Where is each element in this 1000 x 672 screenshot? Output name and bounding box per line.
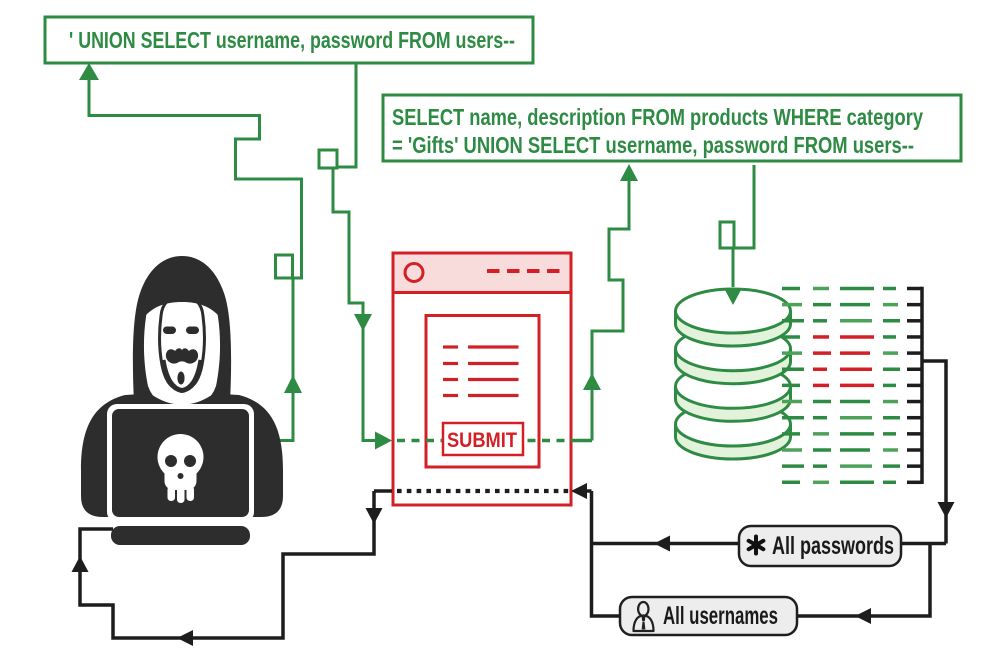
svg-text:SUBMIT: SUBMIT: [447, 429, 517, 452]
svg-text:SELECT name, description FROM: SELECT name, description FROM products W…: [392, 104, 923, 130]
svg-text:= 'Gifts' UNION SELECT usernam: = 'Gifts' UNION SELECT username, passwor…: [392, 132, 914, 158]
svg-text:All passwords: All passwords: [772, 532, 894, 560]
svg-text:All usernames: All usernames: [663, 602, 778, 630]
svg-text:' UNION SELECT username, passw: ' UNION SELECT username, password FROM u…: [69, 27, 515, 53]
